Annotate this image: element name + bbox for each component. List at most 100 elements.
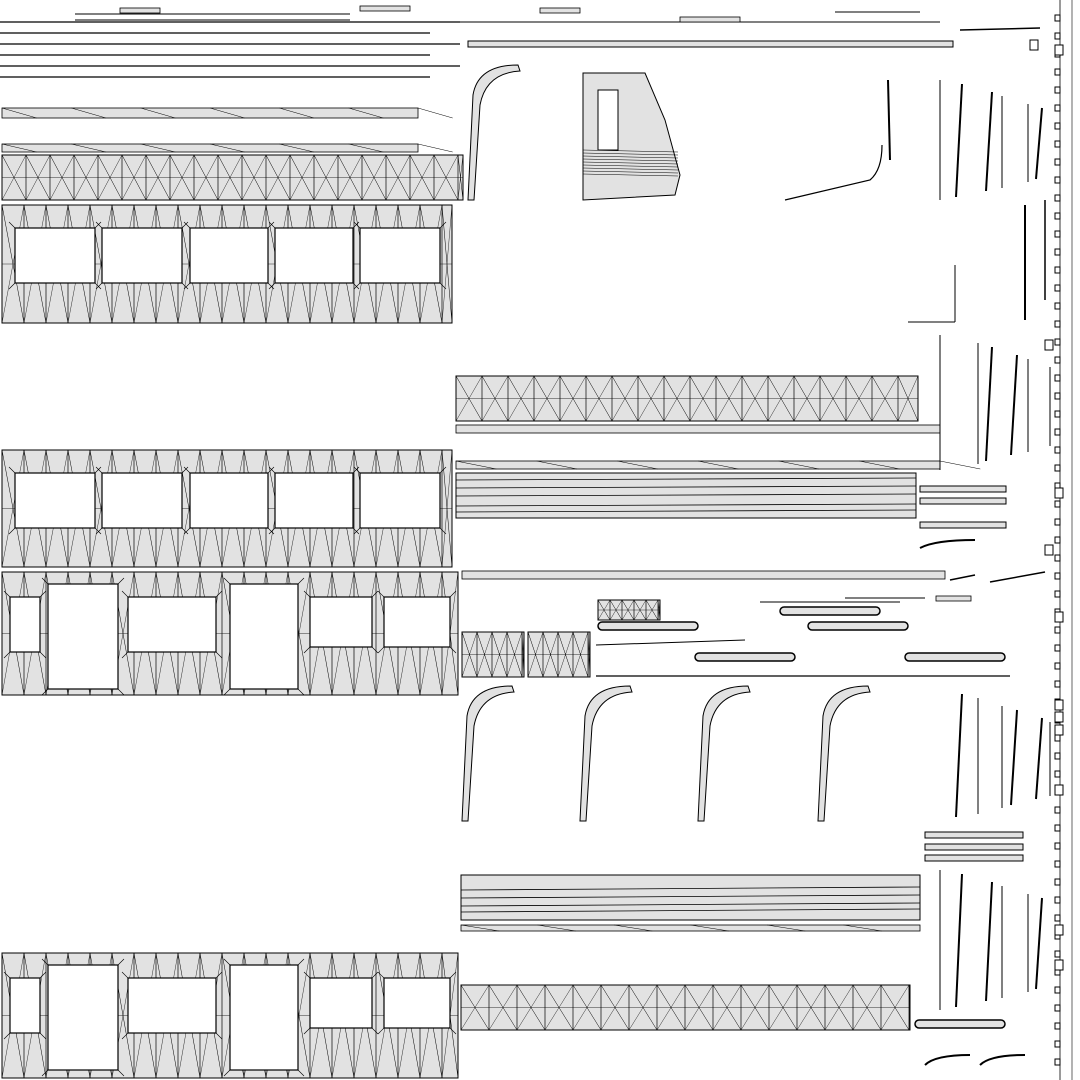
uv-strip <box>919 521 1007 529</box>
uv-edge <box>582 149 679 153</box>
uv-edge <box>183 527 191 535</box>
small-uv-bit <box>1054 914 1061 922</box>
uv-edge <box>140 143 176 153</box>
uv-edge <box>121 971 129 979</box>
uv-edge <box>39 1032 47 1040</box>
small-uv-bit <box>1054 194 1061 202</box>
small-uv-bit <box>1054 536 1061 544</box>
trim-strip <box>1035 897 1043 990</box>
uv-edge <box>121 590 129 598</box>
window-opening <box>383 977 451 1029</box>
uv-edge <box>117 577 125 585</box>
uv-edge <box>778 460 820 470</box>
small-uv-bit <box>1054 212 1061 220</box>
small-uv-bit <box>1054 428 1061 436</box>
uv-edge <box>536 460 578 470</box>
uv-edge <box>181 221 189 229</box>
uv-edge <box>353 282 361 290</box>
corner-pillar <box>817 685 871 822</box>
small-uv-bit <box>1054 986 1061 994</box>
handrail-island <box>779 606 881 616</box>
uv-edge <box>41 688 49 696</box>
bolt-uv-island <box>1044 339 1054 351</box>
uv-edge <box>95 466 103 474</box>
small-uv-bit <box>1054 158 1061 166</box>
uv-edge <box>183 221 191 229</box>
uv-edge <box>223 688 231 696</box>
uv-edge <box>297 1069 305 1077</box>
trim-strip <box>955 873 963 1008</box>
uv-edge <box>94 527 102 535</box>
small-uv-bit <box>1054 572 1061 580</box>
uv-edge <box>140 107 176 119</box>
bolt-uv-island <box>1054 711 1064 723</box>
side-strip-lower <box>1 143 419 153</box>
uv-strip <box>919 497 1007 505</box>
uv-edge <box>455 460 497 470</box>
uv-edge <box>71 143 107 153</box>
uv-edge <box>455 509 917 513</box>
small-uv-bit <box>1054 734 1061 742</box>
trim-strip <box>1010 709 1018 806</box>
window-opening <box>359 472 441 529</box>
small-uv-bit <box>1054 860 1061 868</box>
small-uv-bit <box>1054 266 1061 274</box>
handrail-island <box>904 652 1006 662</box>
uv-edge <box>613 924 653 932</box>
uv-edge <box>215 1032 223 1040</box>
small-uv-bit <box>1054 140 1061 148</box>
corner-pillar <box>461 685 515 822</box>
uv-edge <box>95 527 103 535</box>
small-uv-bit <box>1054 464 1061 472</box>
uv-edge <box>71 107 107 119</box>
uv-edge <box>267 466 275 474</box>
window-opening <box>189 227 269 284</box>
cab-window <box>597 89 619 151</box>
uv-edge <box>582 173 679 177</box>
uv-edge <box>215 590 223 598</box>
uv-edge <box>267 282 275 290</box>
uv-strip <box>679 16 741 23</box>
uv-edge <box>353 527 361 535</box>
trim-strip <box>955 83 963 198</box>
small-uv-bit <box>1054 248 1061 256</box>
uv-edge <box>181 527 189 535</box>
uv-edge <box>215 651 223 659</box>
trim-strip <box>955 693 963 818</box>
uv-edge <box>352 282 360 290</box>
small-uv-bit <box>1054 878 1061 886</box>
uv-thin-strip <box>959 27 1041 31</box>
uv-edge <box>371 590 379 598</box>
uv-edge <box>690 924 729 932</box>
uv-edge <box>303 646 311 654</box>
small-uv-bit <box>1054 410 1061 418</box>
uv-edge <box>268 527 276 535</box>
uv-edge <box>268 221 276 229</box>
uv-edge <box>279 143 315 153</box>
uv-edge <box>439 282 447 290</box>
uv-strip <box>539 7 581 14</box>
small-uv-bit <box>1054 662 1061 670</box>
cable-line <box>784 144 883 201</box>
uv-edge <box>181 466 189 474</box>
uv-edge <box>94 282 102 290</box>
uv-thin-strip <box>949 574 976 581</box>
uv-edge <box>1 107 37 119</box>
small-uv-bit <box>1054 1058 1061 1066</box>
trim-strip <box>1035 717 1043 800</box>
window-opening <box>101 227 183 284</box>
small-uv-bit <box>1054 680 1061 688</box>
small-uv-bit <box>1054 392 1061 400</box>
uv-edge <box>352 527 360 535</box>
uv-edge <box>537 924 576 932</box>
uv-edge <box>582 155 679 159</box>
small-uv-bit <box>1054 518 1061 526</box>
uv-edge <box>455 493 917 497</box>
uv-strip <box>924 831 1024 839</box>
cable-line <box>924 1054 971 1066</box>
uv-edge <box>1 143 37 153</box>
bolt-uv-island <box>1054 699 1064 711</box>
small-uv-bit <box>1054 1004 1061 1012</box>
uv-edge <box>117 958 125 966</box>
uv-edge <box>223 577 231 585</box>
